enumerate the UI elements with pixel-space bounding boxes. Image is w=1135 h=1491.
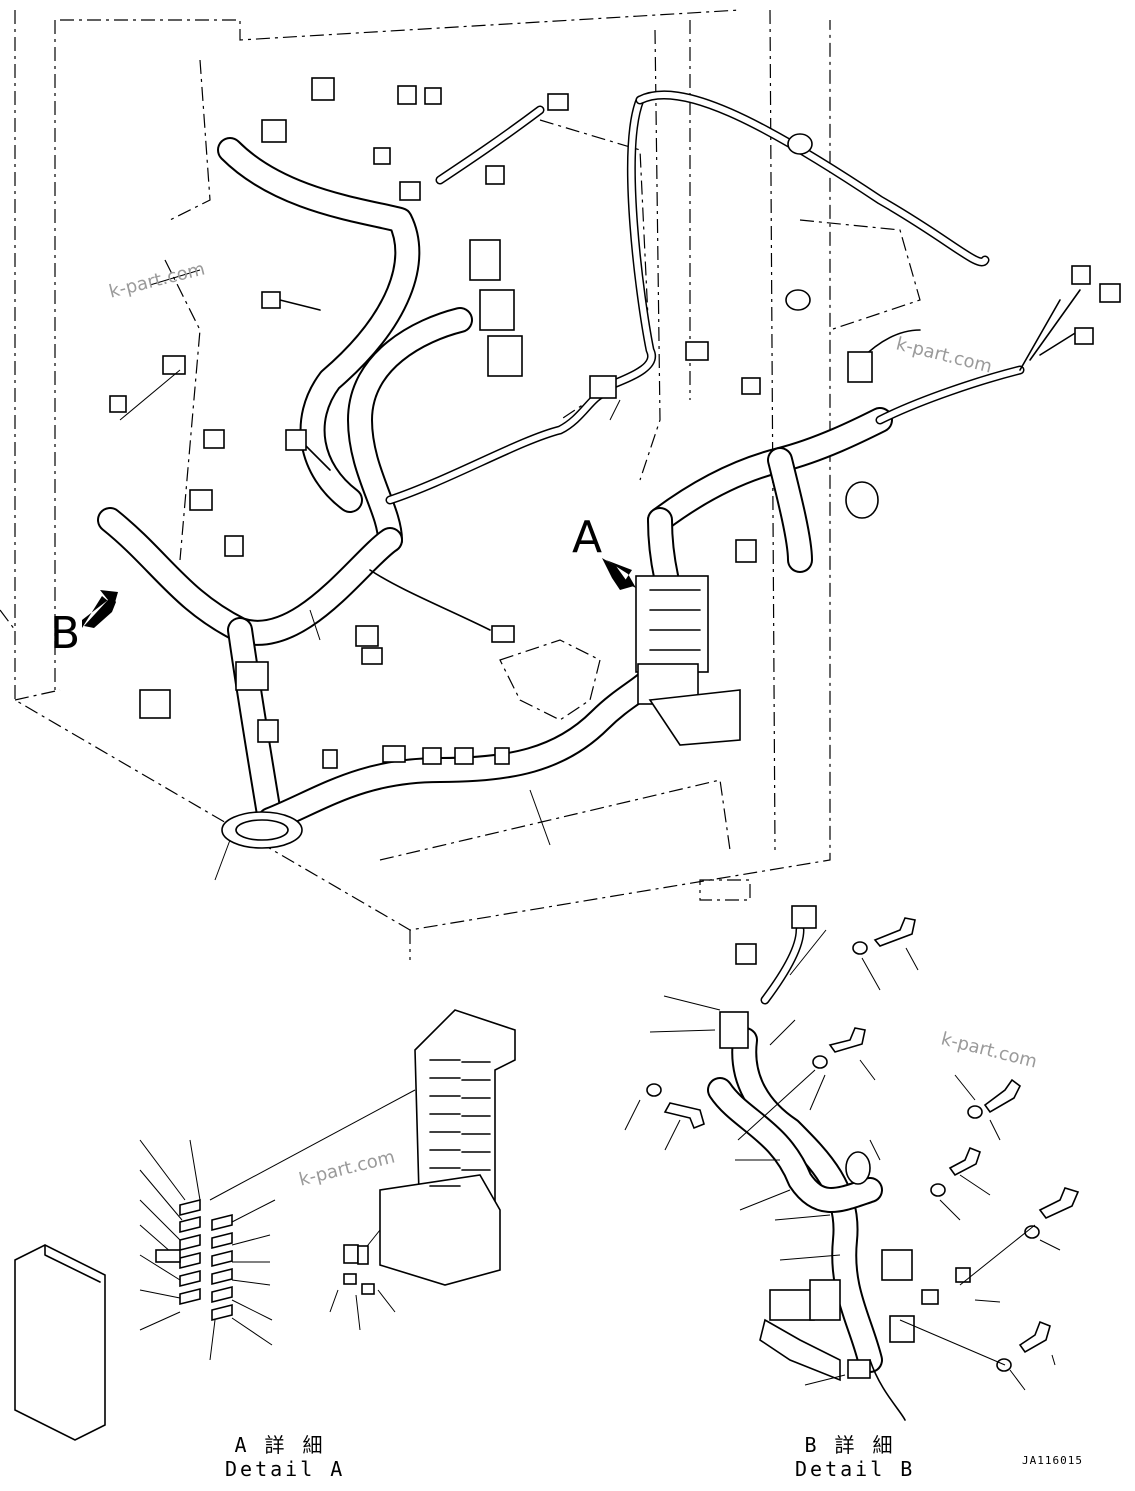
fuse-slot-column-a bbox=[429, 1059, 491, 1187]
drawing-code: JA116015 bbox=[1022, 1454, 1083, 1467]
view-a-arrow-icon bbox=[606, 560, 636, 588]
detail-b-harness bbox=[624, 905, 1080, 1421]
detail-a-caption-jp: A 詳 細 bbox=[234, 1433, 326, 1457]
detail-b-caption-en: Detail B bbox=[795, 1457, 916, 1481]
spare-fuses bbox=[343, 1244, 375, 1295]
view-a-arrow-icon-body bbox=[602, 558, 634, 590]
detail-b-caption-jp: B 詳 細 bbox=[804, 1433, 896, 1457]
detail-b-leaders bbox=[624, 929, 1061, 1391]
detail-a-caption-en: Detail A bbox=[225, 1457, 346, 1481]
branch-wires bbox=[279, 90, 1081, 631]
view-a-label: A bbox=[572, 512, 603, 563]
bolts bbox=[663, 917, 1080, 1354]
washers bbox=[646, 941, 1040, 1372]
detail-a-fuse-block bbox=[14, 1009, 516, 1441]
cab-frame-outline bbox=[0, 9, 921, 960]
view-arrows bbox=[82, 558, 636, 628]
fuse-rows bbox=[179, 1198, 233, 1322]
view-b-label: B bbox=[50, 608, 81, 659]
connectors bbox=[109, 77, 1121, 849]
leader-lines bbox=[119, 269, 621, 881]
fuse-box bbox=[635, 575, 741, 746]
